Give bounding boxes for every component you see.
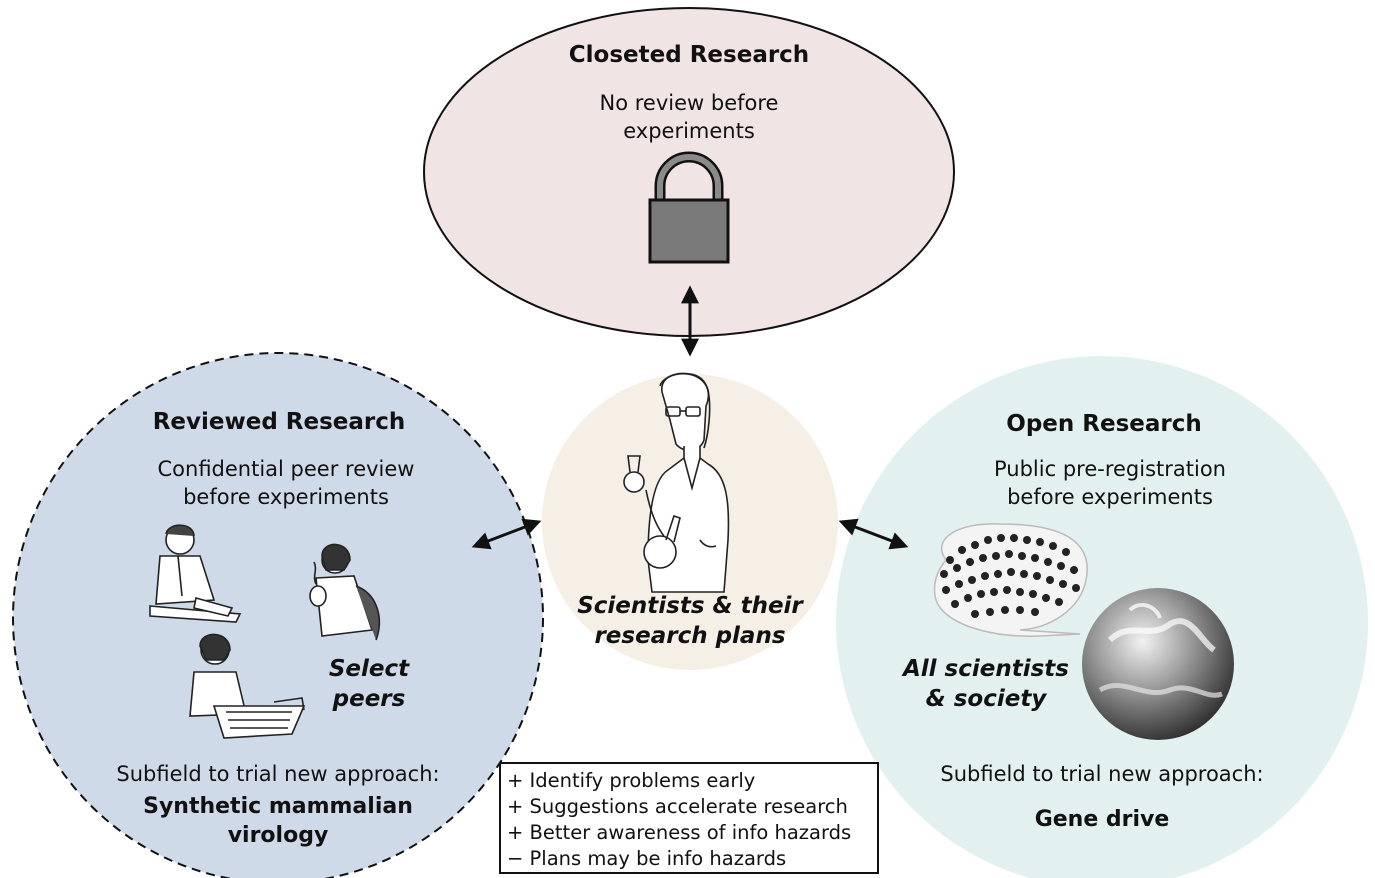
padlock-icon	[648, 151, 730, 264]
open-subfield: Gene drive	[1034, 807, 1170, 832]
reviewed-audience-line-1: Select	[328, 656, 410, 682]
pros-cons-item: + Better awareness of info hazards	[507, 821, 852, 844]
reviewed-audience-line-2: peers	[332, 686, 406, 712]
reviewed-description: Confidential peer review before experime…	[86, 455, 486, 511]
reviewed-line-1: Confidential peer review	[157, 457, 415, 481]
closeted-title: Closeted Research	[568, 42, 810, 68]
pros-cons-item: + Identify problems early	[507, 769, 756, 792]
open-line-2: before experiments	[1007, 485, 1213, 509]
reviewed-title: Reviewed Research	[152, 409, 406, 435]
reviewed-line-2: before experiments	[183, 485, 389, 509]
open-title: Open Research	[1006, 411, 1202, 437]
open-description: Public pre-registration before experimen…	[910, 455, 1310, 511]
reviewed-subfield-label: Subfield to trial new approach:	[116, 762, 440, 786]
open-subfield-label: Subfield to trial new approach:	[940, 762, 1264, 786]
center-label: Scientists & their research plans	[540, 591, 840, 651]
pros-cons-item: − Plans may be info hazards	[507, 847, 787, 870]
office-workers-illustration	[149, 524, 381, 739]
reviewed-subfield-line-2: virology	[227, 823, 329, 848]
open-audience: All scientists & society	[886, 654, 1086, 714]
reviewed-research-region	[12, 352, 544, 878]
open-line-1: Public pre-registration	[994, 457, 1226, 481]
center-line-2: research plans	[594, 623, 786, 649]
open-audience-line-1: All scientists	[902, 656, 1069, 682]
reviewed-subfield-line-1: Synthetic mammalian	[143, 794, 413, 819]
scientist-illustration	[623, 372, 730, 593]
reviewed-audience: Select peers	[294, 654, 444, 714]
center-line-1: Scientists & their	[577, 593, 803, 619]
arrow-reviewed-center	[471, 518, 542, 550]
closeted-line-2: experiments	[623, 119, 755, 143]
earth-globe-illustration	[1082, 588, 1234, 740]
pros-cons-item: + Suggestions accelerate research	[507, 795, 848, 818]
pros-cons-box: + Identify problems early + Suggestions …	[499, 762, 879, 874]
closeted-line-1: No review before	[599, 91, 779, 115]
crowd-speech-bubble-illustration	[933, 523, 1088, 637]
reviewed-subfield: Synthetic mammalian virology	[78, 792, 478, 850]
closeted-description: No review before experiments	[489, 89, 889, 145]
open-audience-line-2: & society	[925, 686, 1047, 712]
arrow-open-center	[838, 518, 909, 550]
